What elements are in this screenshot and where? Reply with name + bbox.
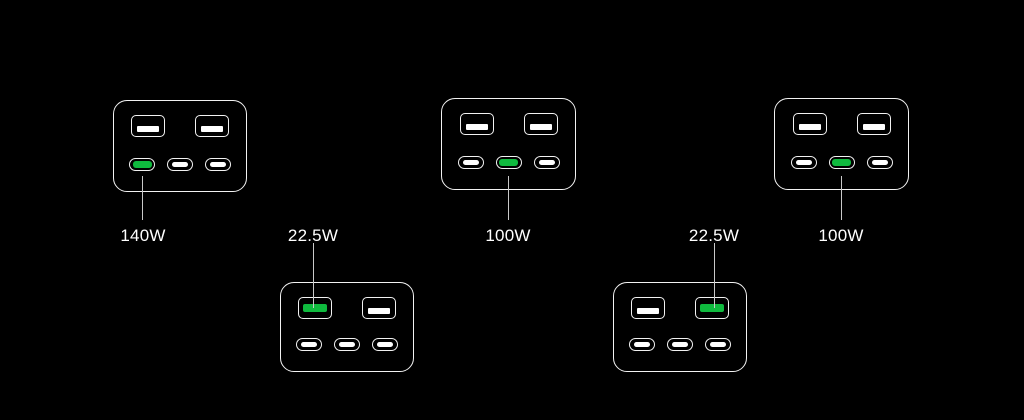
usb-a-port-row bbox=[281, 297, 413, 319]
usb-a-blade bbox=[529, 124, 552, 130]
usb-c-port-row bbox=[281, 338, 413, 351]
usb-c-port-icon[interactable] bbox=[372, 338, 398, 351]
usb-c-port-icon[interactable] bbox=[667, 338, 693, 351]
charger-device-2 bbox=[280, 282, 414, 372]
usb-c-port-icon[interactable] bbox=[866, 156, 893, 169]
usb-c-port-row bbox=[114, 158, 246, 171]
usb-a-blade bbox=[798, 124, 821, 130]
wattage-label: 100W bbox=[485, 226, 531, 245]
usb-a-port-icon[interactable] bbox=[195, 115, 229, 137]
usb-c-blade bbox=[339, 342, 355, 347]
callout-leader-line bbox=[508, 176, 510, 220]
usb-a-port-icon[interactable] bbox=[459, 113, 494, 135]
usb-c-port-icon[interactable] bbox=[790, 156, 817, 169]
usb-a-port-icon[interactable] bbox=[792, 113, 827, 135]
usb-c-blade bbox=[538, 160, 555, 165]
usb-c-port-row bbox=[775, 156, 908, 169]
usb-c-port-icon[interactable] bbox=[205, 158, 231, 171]
usb-c-blade bbox=[710, 342, 726, 347]
usb-a-blade bbox=[700, 304, 724, 312]
usb-a-port-icon-active[interactable] bbox=[695, 297, 729, 319]
usb-c-blade bbox=[634, 342, 650, 347]
charger-device-3 bbox=[441, 98, 576, 190]
usb-c-port-icon[interactable] bbox=[457, 156, 484, 169]
usb-c-blade bbox=[132, 161, 152, 168]
charger-device-5 bbox=[774, 98, 909, 190]
usb-c-blade bbox=[795, 160, 812, 165]
usb-a-port-icon[interactable] bbox=[131, 115, 165, 137]
usb-c-port-icon[interactable] bbox=[533, 156, 560, 169]
charger-device-1 bbox=[113, 100, 247, 192]
wattage-label: 100W bbox=[818, 226, 864, 245]
usb-a-blade bbox=[368, 308, 390, 314]
usb-a-blade bbox=[637, 308, 659, 314]
usb-a-port-icon[interactable] bbox=[856, 113, 891, 135]
usb-c-blade bbox=[301, 342, 317, 347]
usb-c-blade bbox=[377, 342, 393, 347]
usb-a-port-row bbox=[775, 113, 908, 135]
usb-c-blade bbox=[210, 162, 226, 167]
usb-a-port-row bbox=[614, 297, 746, 319]
usb-a-port-row bbox=[114, 115, 246, 137]
usb-c-port-icon-active[interactable] bbox=[495, 156, 522, 169]
usb-a-port-icon[interactable] bbox=[523, 113, 558, 135]
usb-c-port-icon[interactable] bbox=[167, 158, 193, 171]
usb-c-port-icon[interactable] bbox=[629, 338, 655, 351]
callout-leader-line bbox=[714, 243, 716, 308]
usb-c-blade bbox=[672, 342, 688, 347]
usb-a-blade bbox=[137, 126, 159, 132]
usb-c-blade bbox=[832, 159, 851, 166]
usb-c-port-icon[interactable] bbox=[705, 338, 731, 351]
usb-a-blade bbox=[201, 126, 223, 132]
usb-c-port-icon[interactable] bbox=[334, 338, 360, 351]
usb-a-port-icon[interactable] bbox=[362, 297, 396, 319]
usb-c-port-icon[interactable] bbox=[296, 338, 322, 351]
wattage-label: 140W bbox=[120, 226, 166, 245]
usb-c-port-icon-active[interactable] bbox=[129, 158, 155, 171]
usb-c-port-icon-active[interactable] bbox=[828, 156, 855, 169]
usb-a-blade bbox=[303, 304, 327, 312]
callout-leader-line bbox=[841, 176, 843, 220]
usb-a-port-icon[interactable] bbox=[631, 297, 665, 319]
charger-device-4 bbox=[613, 282, 747, 372]
wattage-label: 22.5W bbox=[287, 226, 339, 245]
usb-c-blade bbox=[499, 159, 518, 166]
usb-c-blade bbox=[462, 160, 479, 165]
wattage-label: 22.5W bbox=[688, 226, 740, 245]
usb-c-blade bbox=[172, 162, 188, 167]
usb-a-blade bbox=[465, 124, 488, 130]
usb-c-port-row bbox=[614, 338, 746, 351]
usb-a-port-row bbox=[442, 113, 575, 135]
usb-c-port-row bbox=[442, 156, 575, 169]
callout-leader-line bbox=[313, 243, 315, 308]
usb-a-blade bbox=[862, 124, 885, 130]
usb-a-port-icon-active[interactable] bbox=[298, 297, 332, 319]
usb-c-blade bbox=[871, 160, 888, 165]
callout-leader-line bbox=[142, 176, 144, 220]
